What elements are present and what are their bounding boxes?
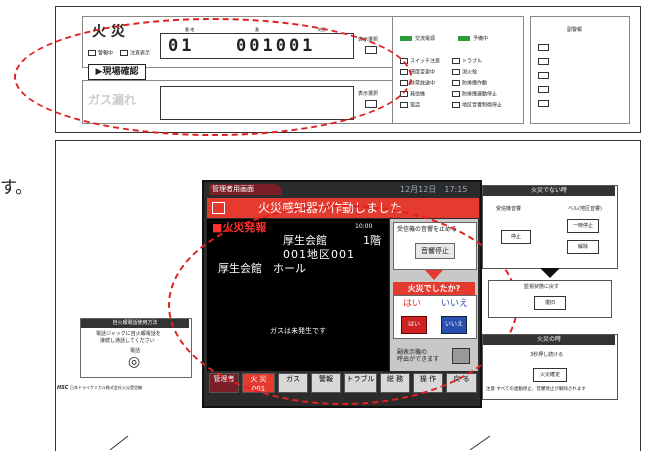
sub-alarm-title: 副警報 bbox=[567, 27, 583, 33]
indicator-row-5b: 地区音響制御停止 bbox=[452, 102, 502, 109]
phone-title: 自火報電話使用方法 bbox=[81, 319, 189, 328]
phone-label: 電話 bbox=[130, 348, 141, 354]
phone-line2: 接続し通話してください bbox=[100, 338, 155, 344]
not-fire-title: 火災でない時 bbox=[483, 186, 615, 196]
alarm-slot-4 bbox=[538, 86, 549, 93]
return-label: 監視状態に戻す bbox=[524, 284, 560, 290]
note-text: 注意 すべての連動停止、音響停止が解除されます bbox=[486, 387, 586, 392]
screen-tab[interactable]: 管理者用画面 bbox=[209, 184, 282, 195]
maker-logo: HSC bbox=[57, 385, 69, 391]
indicator-row-3b: 防排煙作動 bbox=[452, 80, 487, 87]
side-text: す。 bbox=[0, 178, 33, 198]
fire-confirm-button[interactable]: 火災確定 bbox=[533, 368, 567, 382]
fire-time-box bbox=[482, 334, 618, 400]
ac-power-lamp: 交流電源 bbox=[400, 36, 435, 42]
indicator-row-4b: 防排煙連動停止 bbox=[452, 91, 497, 98]
receiver-stop-button[interactable]: 停止 bbox=[501, 230, 531, 244]
phone-line1: 電話ジャックに自火報電話を bbox=[96, 331, 161, 337]
alarm-slot-3 bbox=[538, 72, 549, 79]
fire-time-title: 火災の時 bbox=[483, 335, 615, 345]
restore-button[interactable]: 復旧 bbox=[534, 296, 566, 310]
bell-label: ベル(地区音響) bbox=[568, 206, 602, 212]
screen-datetime: 12月12日 17:15 bbox=[400, 185, 468, 194]
alarm-slot-5 bbox=[538, 100, 549, 107]
alarm-slot-2 bbox=[538, 58, 549, 65]
bell-release-button[interactable]: 解除 bbox=[567, 240, 599, 254]
hold-label: 3秒押し続ける bbox=[530, 352, 564, 358]
indicator-row-5a: 電話 bbox=[400, 102, 420, 109]
phone-jack-icon[interactable]: ◎ bbox=[128, 354, 141, 370]
indicator-row-1b: トラブル bbox=[452, 58, 482, 65]
alarm-slot-1 bbox=[538, 44, 549, 51]
highlight-ellipse-top bbox=[14, 18, 412, 136]
indicator-row-2b: 消火栓 bbox=[452, 69, 477, 76]
standby-lamp: 予備中 bbox=[458, 36, 488, 42]
bell-temp-stop-button[interactable]: 一時停止 bbox=[567, 219, 599, 233]
alert-icon bbox=[212, 202, 225, 214]
maker-name: 日本ドライケミカル株式会社 bbox=[70, 385, 122, 390]
receiver-sound-label: 受信機音響 bbox=[496, 206, 522, 212]
maker-product: 火災受信機 bbox=[122, 385, 142, 390]
triangle-marker bbox=[540, 268, 560, 278]
